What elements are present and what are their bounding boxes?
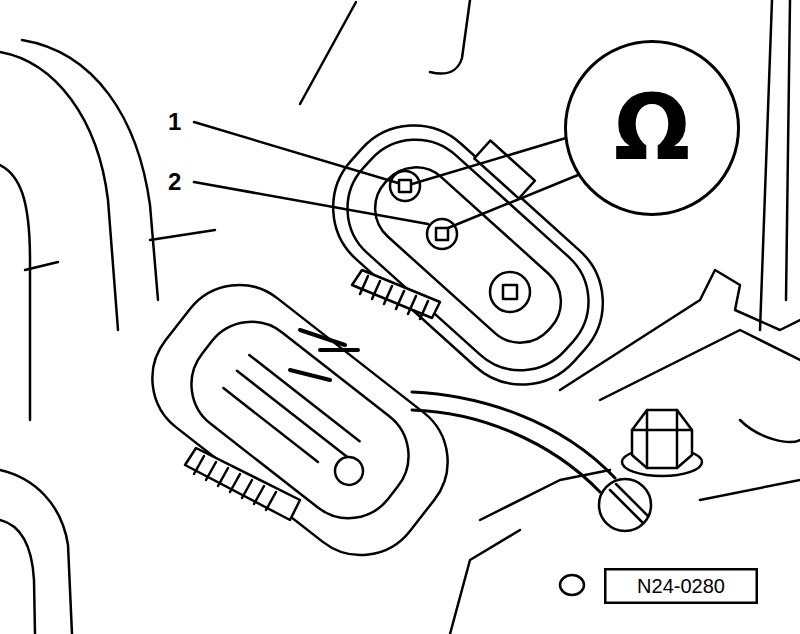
figure-number: N24-0280	[637, 576, 725, 596]
frame-line	[760, 0, 772, 330]
edge-line	[150, 230, 215, 240]
bracket-outline	[600, 330, 800, 400]
edge-line	[430, 0, 470, 73]
edge-line	[25, 262, 58, 270]
latch	[352, 270, 440, 319]
hose-outline	[0, 165, 30, 420]
bolt	[622, 410, 702, 476]
bracket-outline	[450, 530, 520, 634]
bracket-outline	[700, 480, 800, 500]
symbol-circle	[566, 42, 739, 215]
leader-line	[194, 182, 428, 224]
hose-outline	[0, 470, 72, 634]
cable	[412, 392, 615, 478]
edge-line	[300, 2, 356, 104]
leader-line	[194, 122, 398, 183]
latch	[185, 448, 300, 520]
cable	[412, 410, 600, 492]
plug-housing	[127, 260, 472, 580]
frame-line	[786, 0, 790, 300]
callout-number: 2	[168, 170, 181, 194]
ohm-symbol: Ω	[564, 40, 740, 216]
cable-eyelet	[599, 479, 651, 531]
contact	[290, 330, 358, 380]
leader-line	[448, 175, 578, 228]
hose-outline	[0, 52, 118, 330]
box-outline	[605, 569, 757, 603]
hole	[560, 575, 584, 595]
bracket-outline	[480, 470, 610, 520]
cable-eyelet	[610, 484, 648, 522]
leader-line	[412, 138, 566, 184]
hose-outline	[0, 520, 35, 634]
ohm-sign: Ω	[614, 83, 691, 173]
figure-number-box: N24-0280	[604, 568, 758, 604]
callout-number: 1	[168, 110, 181, 134]
bracket-outline	[740, 420, 800, 442]
hose-outline	[22, 40, 158, 300]
